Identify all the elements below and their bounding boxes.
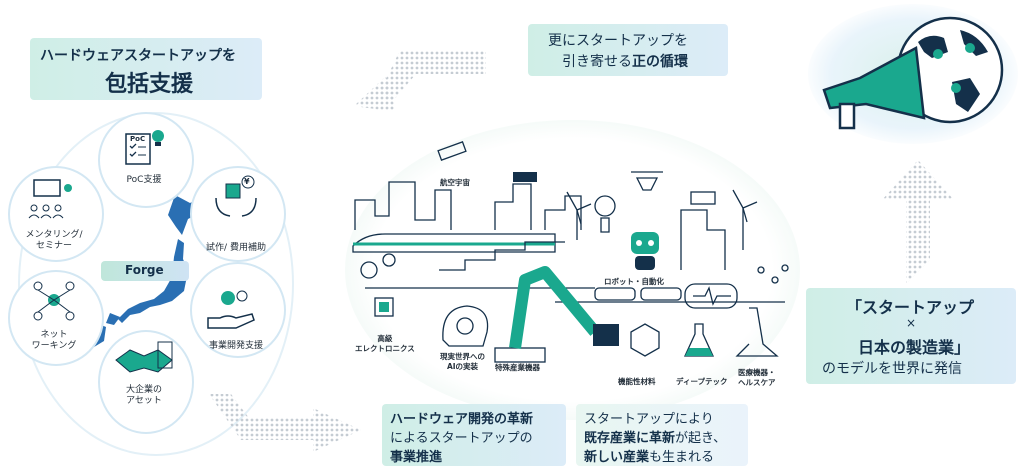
support-title-line1: ハードウェアスタートアップを bbox=[40, 48, 236, 64]
label-ai: 現実世界への AIの実装 bbox=[440, 352, 485, 371]
checklist-lightbulb-icon bbox=[125, 130, 164, 165]
arrow-left-top-icon bbox=[354, 50, 486, 112]
label-deeptech: ディープテック bbox=[676, 377, 728, 386]
arrow-up-right-icon bbox=[882, 160, 954, 284]
support-item-mentoring bbox=[8, 166, 104, 262]
bottom-right-line3-normal: も生まれる bbox=[649, 450, 715, 465]
yen-icon-text: ¥ bbox=[244, 177, 250, 186]
support-item-label: ネット ワーキング bbox=[31, 330, 77, 351]
bottom-right-line2-normal: が起き、 bbox=[675, 431, 727, 446]
hand-gears-icon bbox=[207, 290, 255, 329]
bottom-right-line3: 新しい産業も生まれる bbox=[584, 446, 714, 465]
support-item-networking bbox=[8, 270, 104, 366]
label-machine: 特殊産業機器 bbox=[495, 363, 540, 372]
bottom-right-line2-bold: 既存産業に革新 bbox=[584, 431, 676, 446]
support-item-label: 大企業の アセット bbox=[125, 385, 162, 406]
cycle-line1: 更にスタートアップを bbox=[548, 33, 688, 49]
bottom-left-box bbox=[382, 404, 566, 466]
support-item-poc bbox=[98, 112, 194, 208]
support-item-label: 試作/ 費用補助 bbox=[206, 243, 266, 253]
forge-label: Forge bbox=[125, 263, 164, 277]
bottom-left-line2: によるスタートアップの bbox=[390, 431, 533, 446]
bottom-right-line3-bold: 新しい産業 bbox=[584, 450, 650, 465]
cycle-box bbox=[528, 24, 728, 76]
hands-chip-icon bbox=[215, 175, 257, 217]
bottom-left-line3: 事業推進 bbox=[390, 450, 443, 465]
megaphone-globe-icon bbox=[822, 16, 1004, 130]
support-item-prototype bbox=[190, 166, 286, 262]
cycle-line2-bold: 正の循環 bbox=[632, 54, 688, 70]
label-robot: ロボット・自動化 bbox=[604, 277, 664, 286]
arrow-bottom-right-icon bbox=[209, 394, 361, 452]
message-line3: 日本の製造業」 bbox=[858, 338, 971, 357]
support-item-label: PoC支援 bbox=[126, 175, 162, 185]
label-medical: 医療機器・ ヘルスケア bbox=[738, 368, 776, 387]
label-electronics: 高級 エレクトロニクス bbox=[355, 334, 415, 353]
message-line4: のモデルを世界に発信 bbox=[822, 361, 962, 377]
label-aerospace: 航空宇宙 bbox=[440, 178, 470, 187]
label-materials: 機能性材料 bbox=[618, 377, 656, 386]
cycle-line2: 引き寄せる正の循環 bbox=[562, 51, 688, 71]
message-line2: × bbox=[906, 316, 917, 330]
network-people-icon bbox=[33, 281, 75, 321]
support-title-box bbox=[30, 38, 262, 100]
support-title-line2: 包括支援 bbox=[105, 72, 194, 97]
bottom-right-box bbox=[576, 404, 748, 466]
poc-icon-text: PoC bbox=[130, 135, 146, 143]
support-item-assets bbox=[98, 330, 194, 434]
presentation-icon bbox=[28, 179, 72, 219]
support-item-bizdev bbox=[190, 262, 286, 358]
support-item-label: メンタリング/ セミナー bbox=[25, 230, 83, 251]
support-item-label: 事業開発支援 bbox=[208, 341, 263, 351]
bottom-right-line2: 既存産業に革新が起き、 bbox=[584, 427, 726, 446]
industry-ellipse bbox=[345, 120, 800, 420]
industry-illustration bbox=[352, 141, 789, 363]
message-box bbox=[806, 288, 1016, 384]
bottom-right-line1: スタートアップにより bbox=[584, 412, 714, 427]
bottom-left-line1: ハードウェア開発の革新 bbox=[390, 412, 534, 427]
forge-label-box bbox=[101, 261, 189, 281]
cycle-line2-normal: 引き寄せる bbox=[562, 54, 632, 70]
handshake-building-icon bbox=[115, 341, 173, 373]
message-line1: 「スタートアップ bbox=[846, 298, 975, 317]
